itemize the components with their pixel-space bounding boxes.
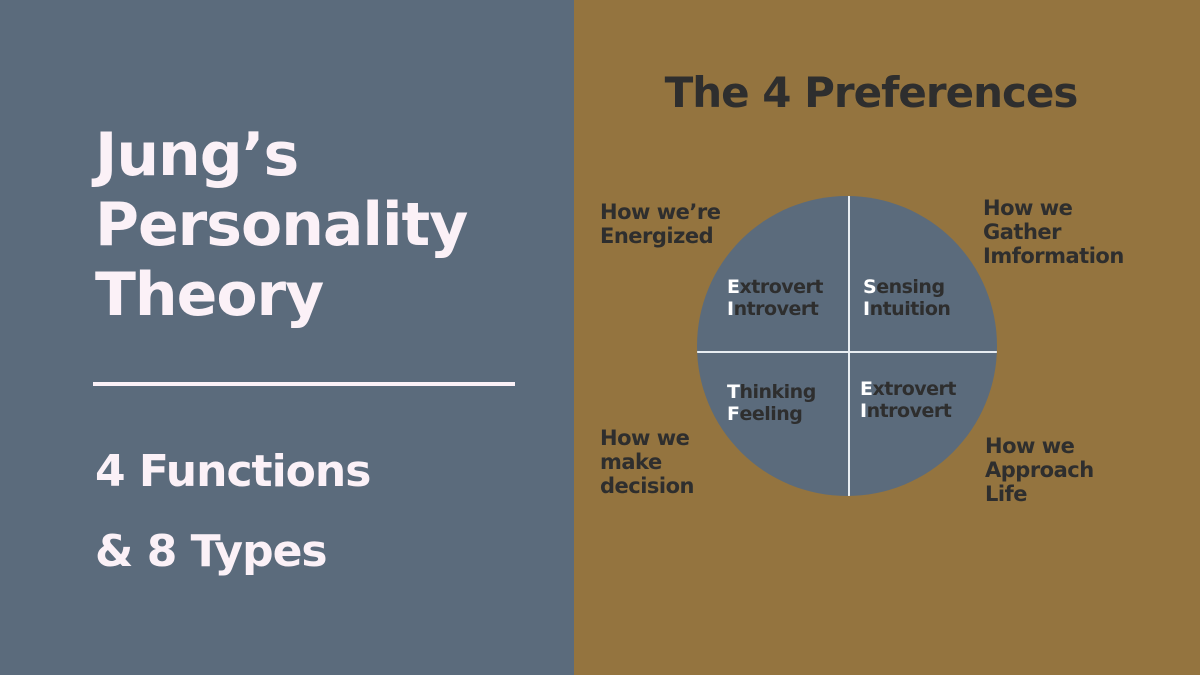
vertical-divider [848,196,850,496]
label-energized: How we’re Energized [600,200,721,248]
subtitle: 4 Functions & 8 Types [95,432,371,592]
label-line: How we [600,426,690,450]
label-line: How we’re [600,200,721,224]
quadrant-line: Extrovert [860,378,956,400]
initial: I [727,298,734,320]
initial: S [863,276,877,298]
initial: I [863,298,870,320]
title-line: Theory [95,260,324,330]
left-panel [0,0,574,675]
word-rest: ntuition [869,298,951,320]
quadrant-lifestyle: Extrovert Introvert [860,378,956,422]
quadrant-line: Introvert [727,298,823,320]
label-line: Gather [983,220,1061,244]
quadrant-decision: Thinking Feeling [727,381,816,425]
label-approach-life: How we Approach Life [985,434,1094,506]
word-rest: xtrovert [872,378,956,400]
word-rest: hinking [739,381,816,403]
main-title: Jung’s Personality Theory [95,120,468,330]
subtitle-line: & 8 Types [95,526,328,577]
quadrant-line: Extrovert [727,276,823,298]
quadrant-line: Sensing [863,276,950,298]
preferences-circle: Extrovert Introvert Sensing Intuition Th… [697,196,997,496]
quadrant-line: Feeling [727,403,816,425]
label-gather-information: How we Gather Imformation [983,196,1124,268]
word-rest: ntrovert [866,400,952,422]
word-rest: eeling [739,403,803,425]
label-make-decision: How we make decision [600,426,695,498]
initial: T [727,381,740,403]
quadrant-energy: Extrovert Introvert [727,276,823,320]
title-line: Jung’s [95,120,299,190]
label-line: decision [600,474,695,498]
initial: F [727,403,740,425]
initial: E [727,276,740,298]
quadrant-line: Introvert [860,400,956,422]
quadrant-line: Intuition [863,298,951,320]
quadrant-line: Thinking [727,381,816,403]
label-line: How we [985,434,1075,458]
word-rest: ntrovert [733,298,819,320]
label-line: Imformation [983,244,1124,268]
label-line: Life [985,482,1027,506]
subtitle-line: 4 Functions [95,446,371,497]
word-rest: xtrovert [739,276,823,298]
divider [93,382,515,386]
label-line: Approach [985,458,1094,482]
quadrant-information: Sensing Intuition [863,276,951,320]
horizontal-divider [697,351,997,353]
initial: I [860,400,867,422]
preferences-heading: The 4 Preferences [664,68,1079,117]
label-line: Energized [600,224,714,248]
word-rest: ensing [876,276,945,298]
initial: E [860,378,873,400]
label-line: How we [983,196,1073,220]
title-line: Personality [95,190,468,260]
label-line: make [600,450,662,474]
